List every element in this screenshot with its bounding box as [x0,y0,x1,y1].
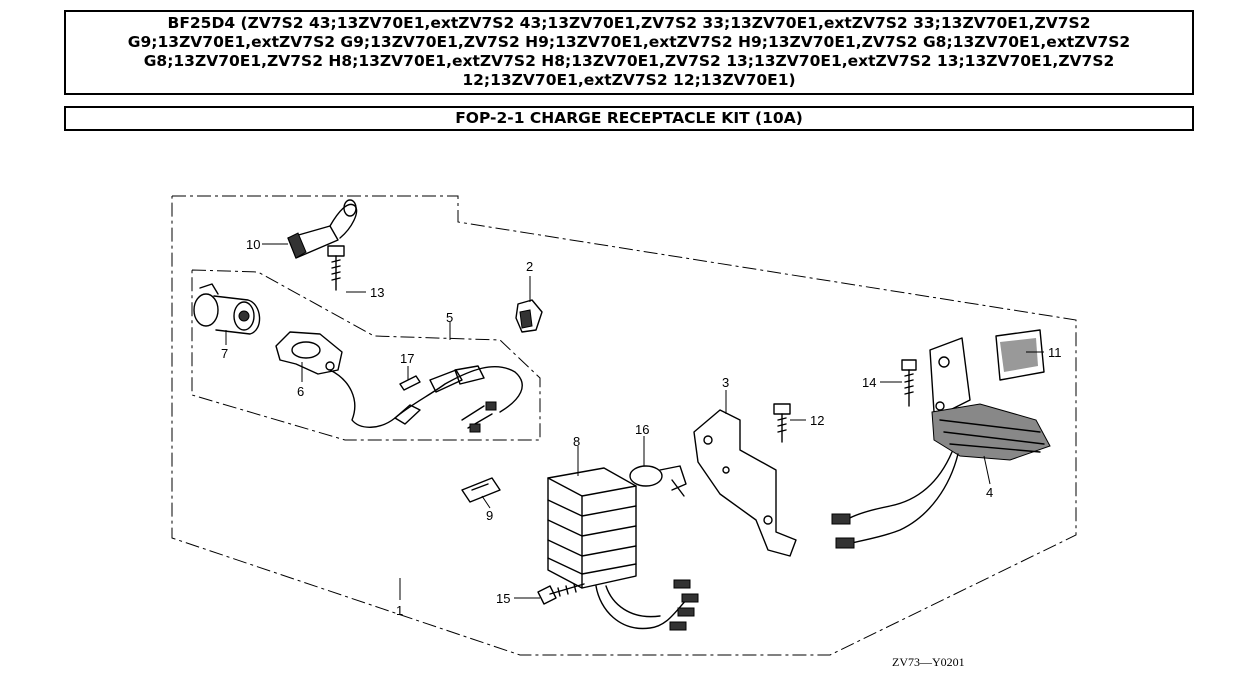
callout-10: 10 [246,237,260,252]
fuse-part [399,375,421,391]
callout-14: 14 [862,375,876,390]
cap-part [287,199,358,259]
callout-16: 16 [635,422,649,437]
callout-1: 1 [396,603,403,618]
callout-7: 7 [221,346,228,361]
clamp-part [629,465,687,497]
callout-5: 5 [446,310,453,325]
bracket-part [693,409,797,557]
cover-part [275,331,343,375]
label-plate-part [461,477,501,503]
clip-part [515,299,543,333]
subkit-outline [191,269,541,441]
charge-coil-part [831,337,1051,549]
diagram-title: FOP-2-1 CHARGE RECEPTACLE KIT (10A) [64,106,1194,131]
callout-11: 11 [1048,345,1062,360]
bolt-14 [901,359,917,407]
label-sticker-part [995,329,1045,381]
receptacle-part [193,283,261,335]
callout-15: 15 [496,591,510,606]
callout-3: 3 [722,375,729,390]
drawing-code: ZV73—Y0201 [892,655,965,669]
callout-2: 2 [526,259,533,274]
callout-8: 8 [573,434,580,449]
callout-6: 6 [297,384,304,399]
bolt-13 [327,245,345,291]
kit-outline [171,195,1077,656]
harness-part [329,365,523,433]
bolt-15 [537,583,585,605]
callout-13: 13 [370,285,384,300]
bolt-12 [773,403,791,443]
callout-9: 9 [486,508,493,523]
callout-leaders [225,243,1044,600]
callout-17: 17 [400,351,414,366]
regulator-part [547,467,699,631]
model-header: BF25D4 (ZV7S2 43;13ZV70E1,extZV7S2 43;13… [64,10,1194,95]
callout-4: 4 [986,485,993,500]
callout-12: 12 [810,413,824,428]
